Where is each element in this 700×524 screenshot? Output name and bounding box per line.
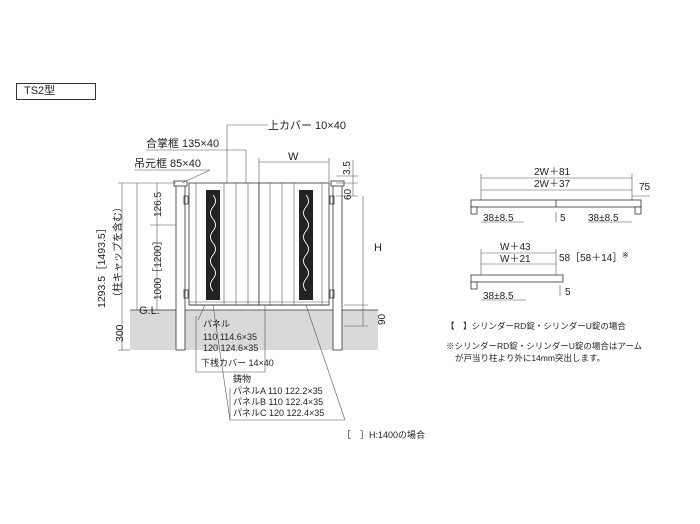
panel-110: 110 114.6×35 [203,332,257,342]
plan-bottom-gate [470,274,564,283]
dim-3-5: 3.5 [342,161,353,175]
plan-top-post-right [634,206,642,215]
h1400-note: ［ ］H:1400の場合 [342,429,425,440]
label-gassho: 合掌框 135×40 [146,136,219,150]
panel-120: 120 124.6×35 [203,343,258,353]
casting-a: パネルA 110 122.2×35 [233,386,323,396]
dim-5-bottom: 5 [565,287,571,298]
dim-1000: 1000［1200］ [152,236,164,301]
bottom-cover-label: 下桟カバー 14×40 [201,357,274,368]
plan-top-post-left [470,206,478,215]
latch-top [329,195,335,205]
bracket-note: 【 】シリンダーRD錠・シリンダーU錠の場合 [446,321,626,331]
dim-2w81: 2W＋81 [534,167,571,178]
dim-total: 1293.5［1493.5］ [96,223,108,308]
right-post [332,184,343,351]
asterisk-note-2: が戸当り柱より外に14mm突出します。 [455,353,606,363]
plan-bottom-post [470,281,478,290]
dim-38-right: 38±8.5 [588,213,619,224]
dim-w: W [288,151,299,163]
dim-2w37: 2W＋37 [534,179,571,190]
label-gl: G.L. [139,305,160,317]
plan-bottom-lines [480,249,561,301]
label-tsurimoto: 吊元框 85×40 [134,157,201,170]
dim-total-note: （柱キャップを含む） [111,202,124,302]
dim-38-bottom: 38±8.5 [483,291,514,302]
casting-panel-right [299,190,313,300]
asterisk-mark: ※ [622,251,629,260]
right-post-cap [330,180,345,187]
latch-bottom [329,289,335,299]
dimension-lines [118,124,368,421]
left-post-cap [173,180,188,187]
dim-300: 300 [114,324,126,342]
hinge-top [183,195,189,205]
dim-75: 75 [639,182,651,193]
dim-h: H [374,242,382,254]
dim-90: 90 [377,313,388,325]
left-post [175,184,186,351]
slats-left [195,183,249,305]
dim-58: 58［58＋14］ [559,252,622,264]
casting-title: 鋳物 [233,373,251,384]
casting-c: パネルC 120 122.4×35 [233,408,324,418]
asterisk-note-1: ※シリンダーRD錠・シリンダーU錠の場合はアーム [446,341,643,351]
casting-b: パネルB 110 122.4×35 [233,397,323,407]
casting-panel-left [206,190,220,300]
plan-top-lines [480,174,650,223]
label-top-cover: 上カバー 10×40 [268,119,346,132]
dim-w21: W＋21 [500,254,531,265]
hinge-bottom [183,289,189,299]
panel-title: パネル [203,319,230,329]
dim-5-top: 5 [560,213,566,224]
dim-w43: W＋43 [500,242,531,253]
dim-60: 60 [343,188,354,200]
model-tag: TS2型 [16,83,96,100]
dim-126-5: 126.5 [153,192,164,217]
slats-right [269,183,323,305]
casting-ornament [210,194,309,292]
dim-38-left: 38±8.5 [483,213,514,224]
